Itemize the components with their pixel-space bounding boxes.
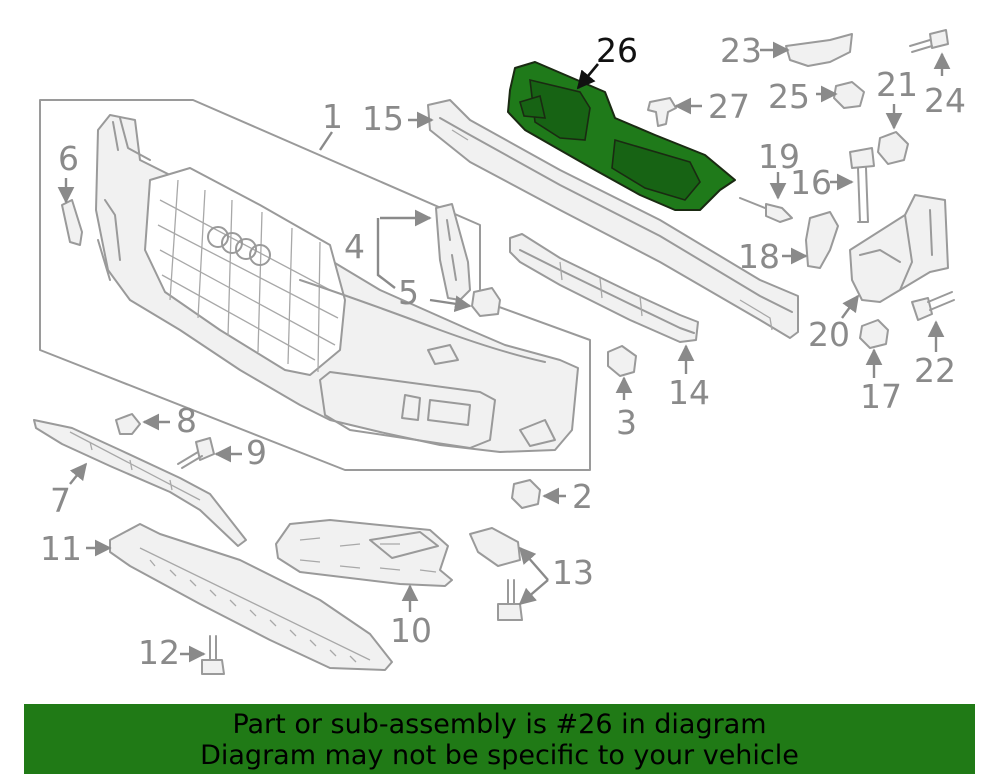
info-banner: Part or sub-assembly is #26 in diagram D… [24, 704, 975, 774]
bolt-12 [201, 635, 225, 675]
bracket-4 [435, 203, 471, 301]
label-19: 19 [758, 137, 800, 176]
bolt-24 [909, 29, 949, 53]
highlighted-part-26 [507, 61, 736, 211]
label-3: 3 [616, 403, 637, 442]
label-5: 5 [398, 273, 419, 312]
clip-8 [115, 413, 141, 435]
callout-labels: 1 2 3 4 5 6 7 8 9 10 11 12 13 14 15 16 1… [40, 31, 966, 672]
label-8: 8 [176, 401, 197, 440]
label-15: 15 [362, 99, 404, 138]
clip-3 [607, 345, 637, 377]
label-25: 25 [768, 77, 810, 116]
nut-25 [833, 81, 865, 109]
nut-21 [877, 131, 909, 165]
label-20: 20 [808, 315, 850, 354]
grille-insert-10 [275, 519, 453, 587]
bumper-cover [95, 114, 579, 453]
bracket-13 [469, 527, 523, 621]
label-24: 24 [924, 81, 966, 120]
label-11: 11 [40, 529, 82, 568]
emblem-rings [207, 226, 271, 266]
label-12: 12 [138, 633, 180, 672]
label-6: 6 [58, 139, 79, 178]
bolt-22 [911, 291, 955, 321]
label-13: 13 [552, 553, 594, 592]
label-14: 14 [668, 373, 710, 412]
nut-17 [859, 319, 889, 349]
screw-9 [177, 437, 215, 469]
label-7: 7 [50, 481, 71, 520]
label-23: 23 [720, 31, 762, 70]
clip-5 [471, 287, 501, 317]
banner-line-1: Part or sub-assembly is #26 in diagram [232, 709, 767, 740]
label-4: 4 [344, 227, 365, 266]
reinforcement-bar-15 [427, 99, 799, 339]
mount-20 [849, 194, 949, 303]
label-16: 16 [790, 163, 832, 202]
label-17: 17 [860, 377, 902, 416]
label-1: 1 [322, 97, 343, 136]
label-10: 10 [390, 611, 432, 650]
label-27: 27 [708, 87, 750, 126]
rivet-19 [739, 197, 793, 223]
label-22: 22 [914, 351, 956, 390]
leader-lines [57, 41, 951, 663]
bracket-23 [785, 33, 853, 67]
label-18: 18 [738, 237, 780, 276]
label-26: 26 [596, 31, 638, 70]
bolt-16 [849, 147, 875, 223]
banner-line-2: Diagram may not be specific to your vehi… [200, 740, 799, 771]
undertray-11 [109, 523, 393, 671]
clip-2 [511, 479, 541, 509]
absorber-14 [509, 233, 699, 343]
trim-strip-7 [33, 419, 247, 547]
label-21: 21 [876, 65, 918, 104]
bracket-18 [805, 211, 839, 269]
label-9: 9 [246, 433, 267, 472]
label-2: 2 [572, 477, 593, 516]
push-pin-27 [647, 97, 677, 127]
bumper-assembly-group [39, 99, 591, 471]
